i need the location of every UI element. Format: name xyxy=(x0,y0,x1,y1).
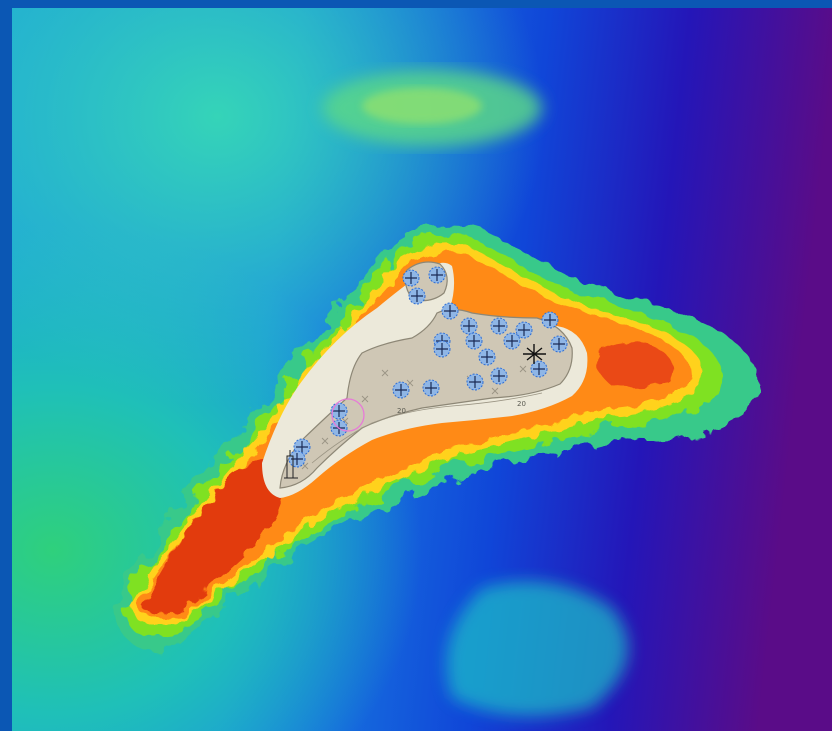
north-bank-core xyxy=(362,88,482,124)
obstruction-icon[interactable] xyxy=(288,450,306,468)
obstruction-icon[interactable] xyxy=(465,332,483,350)
obstruction-icon[interactable] xyxy=(478,348,496,366)
depth-label-2: 20 xyxy=(517,400,526,408)
obstruction-icon[interactable] xyxy=(392,381,410,399)
obstruction-icon[interactable] xyxy=(503,332,521,350)
chart-overlay: 20 20 xyxy=(262,261,588,498)
obstruction-icon[interactable] xyxy=(515,321,533,339)
obstruction-icon[interactable] xyxy=(550,335,568,353)
obstruction-icon[interactable] xyxy=(330,402,348,420)
depth-label-1: 20 xyxy=(397,407,406,415)
obstruction-icon[interactable] xyxy=(460,317,478,335)
beacon-icon[interactable] xyxy=(284,450,298,479)
depth-contour xyxy=(311,392,543,464)
obstruction-icon[interactable] xyxy=(408,287,426,305)
obstruction-icon[interactable] xyxy=(293,438,311,456)
obstruction-icon[interactable] xyxy=(466,373,484,391)
shoal-east xyxy=(596,343,674,389)
obstruction-icon[interactable] xyxy=(422,379,440,397)
bathymetry-map[interactable]: 20 20 xyxy=(12,8,832,731)
obstruction-icon[interactable] xyxy=(490,367,508,385)
obstruction-icon[interactable] xyxy=(490,317,508,335)
obstruction-icon[interactable] xyxy=(433,340,451,358)
obstruction-icon[interactable] xyxy=(441,302,459,320)
obstruction-icon[interactable] xyxy=(428,266,446,284)
south-ridge xyxy=(446,581,628,716)
highlight-ring-icon[interactable] xyxy=(331,398,365,432)
wreck-icon[interactable] xyxy=(523,344,546,364)
obstruction-icon[interactable] xyxy=(402,269,420,287)
obstruction-icon[interactable] xyxy=(541,311,559,329)
obstruction-icon[interactable] xyxy=(530,360,548,378)
shoal-southwest xyxy=(142,458,285,615)
